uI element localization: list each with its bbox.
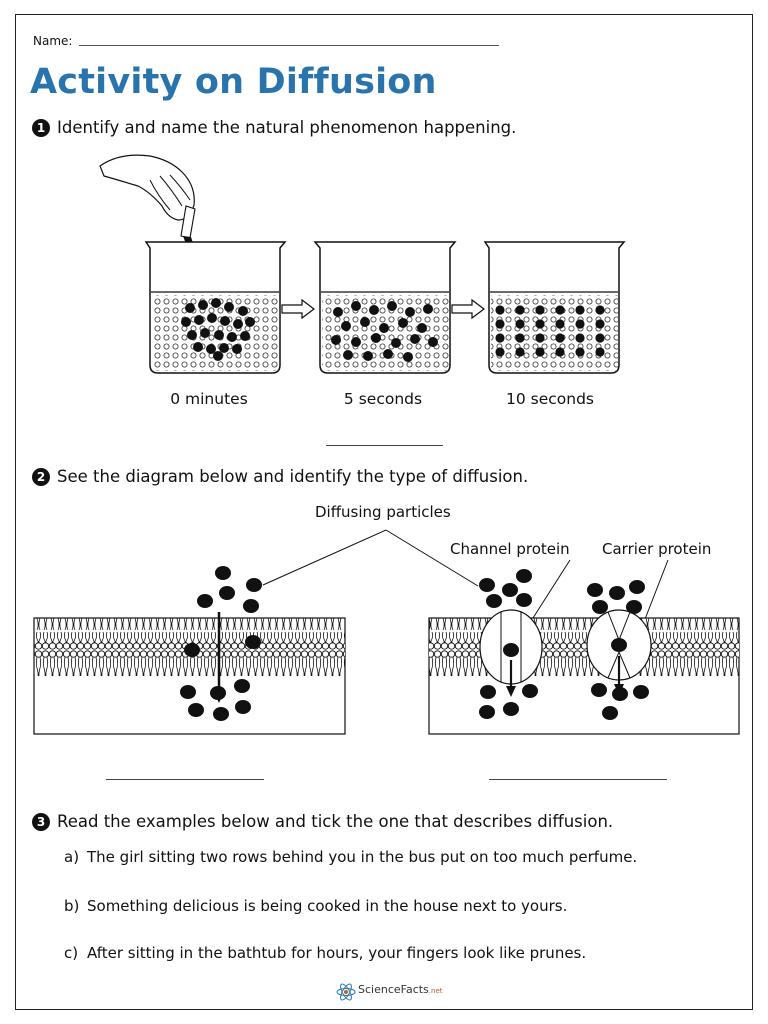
option-a-letter: a) [64,848,80,866]
option-b-text: Something delicious is being cooked in t… [87,897,568,915]
label-pointer [532,559,571,619]
option-a-text: The girl sitting two rows behind you in … [87,848,638,866]
caption-10-seconds: 10 seconds [505,390,594,408]
footer-brand: ScienceFacts.net [358,983,443,996]
caption-5-seconds: 5 seconds [343,390,423,408]
question-2: 2 See the diagram below and identify the … [32,467,528,486]
option-b-letter: b) [64,897,80,915]
label-channel-protein: Channel protein [450,540,570,558]
option-a[interactable]: a) The girl sitting two rows behind you i… [64,848,637,866]
option-b[interactable]: b) Something delicious is being cooked in… [64,897,567,915]
label-diffusing-particles: Diffusing particles [315,503,451,521]
label-pointer [262,529,387,586]
beaker-5-seconds [313,241,457,374]
name-label: Name: [33,34,73,48]
label-carrier-protein: Carrier protein [602,540,712,558]
question-2-text: See the diagram below and identify the t… [57,467,529,486]
question-3: 3 Read the examples below and tick the on… [32,812,613,831]
answer-line-q2-left[interactable] [106,779,264,780]
option-c[interactable]: c) After sitting in the bathtub for hours… [64,944,586,962]
answer-line-q2-right[interactable] [489,779,667,780]
question-3-text: Read the examples below and tick the one… [57,812,614,831]
option-c-text: After sitting in the bathtub for hours, … [87,944,587,962]
arrow-right-icon [281,298,315,320]
simple-diffusion-membrane [33,566,346,735]
question-3-number: 3 [32,813,50,831]
question-1-number: 1 [32,119,50,137]
beaker-10-seconds [483,241,626,374]
answer-line-q1[interactable] [326,445,443,446]
question-1: 1 Identify and name the natural phenomeno… [32,118,516,137]
footer-brand-suffix: .net [428,987,443,995]
facilitated-diffusion-membrane [428,569,740,735]
arrow-right-icon [451,298,485,320]
page-title: Activity on Diffusion [30,62,437,102]
beaker-0-minutes [144,241,287,374]
question-1-text: Identify and name the natural phenomenon… [57,118,517,137]
caption-0-minutes: 0 minutes [170,390,248,408]
question-2-number: 2 [32,468,50,486]
name-input-line[interactable] [79,45,499,46]
footer-brand-name: ScienceFacts [358,983,429,996]
sciencefacts-logo-icon [336,983,356,1001]
label-pointer [385,529,479,587]
option-c-letter: c) [64,944,79,962]
